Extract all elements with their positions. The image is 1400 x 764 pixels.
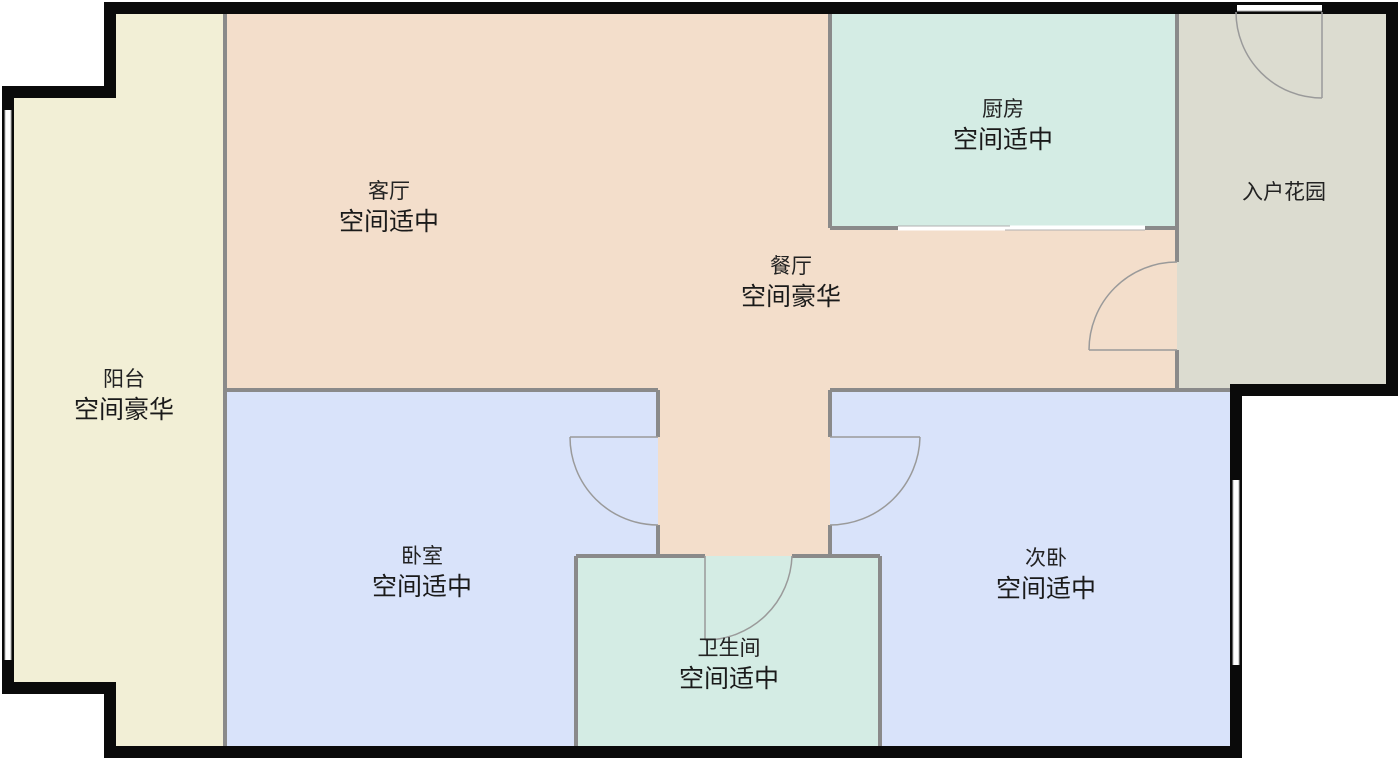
kitchen-desc: 空间适中 (953, 125, 1053, 154)
balcony-name: 阳台 (103, 367, 145, 391)
garden-name: 入户花园 (1242, 180, 1326, 204)
bedroom2-name: 次卧 (1025, 546, 1067, 570)
kitchen-label: 厨房 空间适中 (953, 97, 1053, 154)
dining-name: 餐厅 (770, 254, 812, 278)
bedroom2-desc: 空间适中 (996, 574, 1096, 603)
bedroom-label: 卧室 空间适中 (372, 544, 472, 601)
balcony-area (8, 10, 225, 752)
bathroom-label: 卫生间 空间适中 (679, 636, 779, 693)
bedroom-door (569, 436, 659, 526)
bedroom2-door (829, 436, 921, 526)
balcony-label: 阳台 空间豪华 (74, 367, 174, 424)
kitchen-name: 厨房 (982, 97, 1024, 121)
bedroom-area (225, 390, 658, 752)
balcony-desc: 空间豪华 (74, 395, 174, 424)
garden-area (1177, 10, 1390, 390)
dining-label: 餐厅 空间豪华 (741, 254, 841, 311)
bedroom2-area (830, 390, 1232, 752)
garden-door (1088, 261, 1178, 351)
garden-label: 入户花园 (1242, 180, 1326, 204)
windows (4, 5, 1322, 665)
kitchen-opening (898, 225, 1145, 231)
inner-walls (223, 10, 1236, 752)
bathroom-name: 卫生间 (698, 636, 761, 660)
living-name: 客厅 (368, 179, 410, 203)
bedroom2-label: 次卧 空间适中 (996, 546, 1096, 603)
living-desc: 空间适中 (339, 207, 439, 236)
kitchen-area (830, 10, 1177, 228)
bedroom-name: 卧室 (401, 544, 443, 568)
bathroom-door (704, 555, 793, 641)
dining-desc: 空间豪华 (741, 282, 841, 311)
living-label: 客厅 空间适中 (339, 179, 439, 236)
bedroom-desc: 空间适中 (372, 572, 472, 601)
bathroom-area (576, 556, 880, 752)
bathroom-desc: 空间适中 (679, 664, 779, 693)
entrance-door (1235, 11, 1323, 99)
living-dining-area (225, 10, 1177, 556)
